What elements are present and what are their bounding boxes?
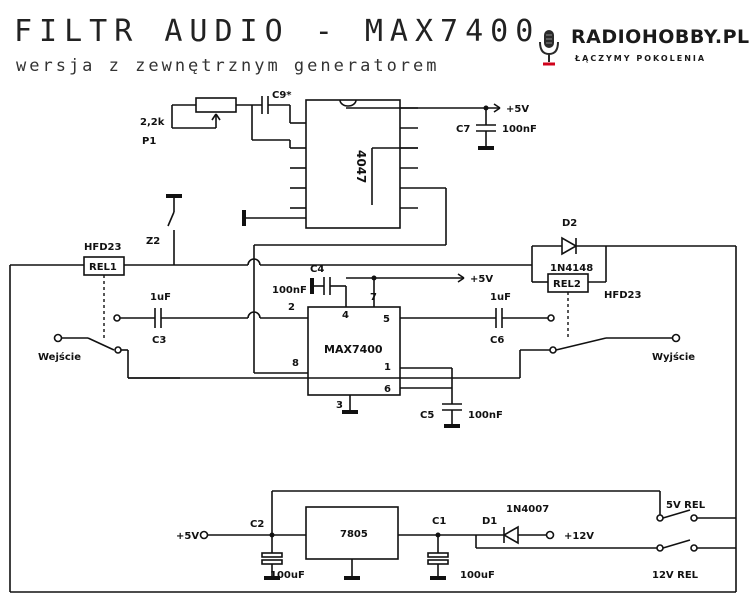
ic-max7400: MAX7400 2 4 7 5 8 1 6 3	[288, 292, 401, 411]
c4-ref: C4	[310, 264, 324, 275]
rel2-label: REL2	[553, 279, 581, 290]
rel2-ref: HFD23	[604, 290, 641, 301]
microphone-icon	[539, 30, 559, 66]
c6-ref: C6	[490, 335, 504, 346]
page-subtitle: wersja z zewnętrznym generatorem	[16, 56, 440, 76]
c3-value: 1uF	[150, 292, 171, 303]
brand-name: RADIOHOBBY.PL	[571, 26, 750, 48]
c9-ref: C9*	[272, 90, 292, 101]
ic-4047-label: 4047	[354, 150, 368, 183]
c7-value: 100nF	[502, 124, 537, 135]
page-title: FILTR AUDIO - MAX7400	[14, 14, 541, 49]
brand-tagline: ŁĄCZYMY POKOLENIA	[575, 54, 707, 63]
switch-12v-label: 12V REL	[652, 570, 699, 581]
c1-value: 100uF	[460, 570, 495, 581]
d1-ref: D1	[482, 516, 497, 527]
d2-value: 1N4148	[550, 263, 593, 274]
p1-value: 2,2k	[140, 117, 165, 128]
pin-3: 3	[336, 400, 343, 411]
z2-ref: Z2	[146, 236, 160, 247]
c2-value: 100uF	[270, 570, 305, 581]
pin-5: 5	[383, 314, 390, 325]
c7-ref: C7	[456, 124, 470, 135]
c5-ref: C5	[420, 410, 434, 421]
vcc-mid-label: +5V	[470, 274, 493, 285]
vcc-top-label: +5V	[506, 104, 529, 115]
p1-ref: P1	[142, 136, 156, 147]
d2-ref: D2	[562, 218, 577, 229]
regulator-label: 7805	[340, 529, 368, 540]
pin-2: 2	[288, 302, 295, 313]
c5-value: 100nF	[468, 410, 503, 421]
c4-value: 100nF	[272, 285, 307, 296]
v12-label: +12V	[564, 531, 594, 542]
pin-4: 4	[342, 310, 349, 321]
c3-ref: C3	[152, 335, 166, 346]
pin-6: 6	[384, 384, 391, 395]
d1-value: 1N4007	[506, 504, 549, 515]
c1-ref: C1	[432, 516, 446, 527]
pin-8: 8	[292, 358, 299, 369]
rel1-label: REL1	[89, 262, 117, 273]
switch-5v-label: 5V REL	[666, 500, 706, 511]
rel1-ref: HFD23	[84, 242, 121, 253]
input-label: Wejście	[38, 351, 81, 363]
c6-value: 1uF	[490, 292, 511, 303]
c2-ref: C2	[250, 519, 264, 530]
vcc-in-label: +5V	[176, 531, 199, 542]
brand-logo[interactable]: RADIOHOBBY.PL ŁĄCZYMY POKOLENIA	[535, 26, 749, 70]
ic-max7400-label: MAX7400	[324, 343, 383, 356]
output-label: Wyjście	[652, 351, 695, 363]
pin-1: 1	[384, 362, 391, 373]
ic-4047: 4047	[290, 99, 418, 229]
